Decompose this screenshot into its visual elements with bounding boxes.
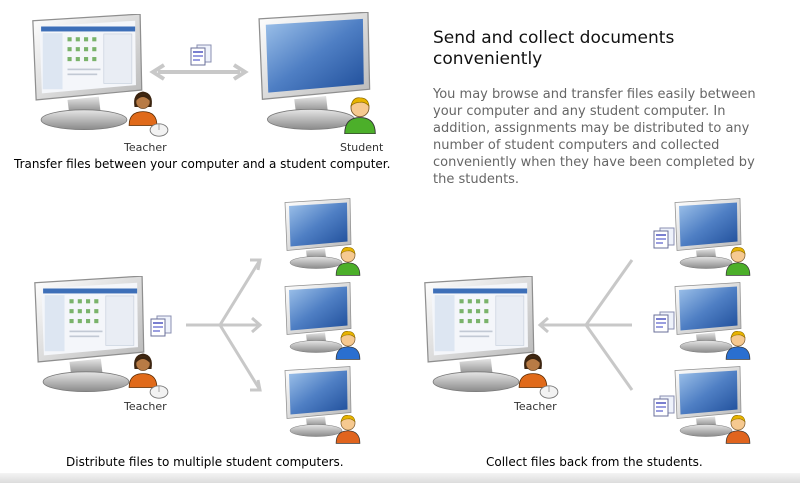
teacher-label: Teacher <box>124 400 167 413</box>
teacher-label: Teacher <box>514 400 557 413</box>
student-avatar-icon <box>725 414 751 444</box>
teacher-label: Teacher <box>124 141 167 154</box>
collect-caption: Collect files back from the students. <box>486 455 703 469</box>
teacher-avatar-icon <box>128 91 158 126</box>
teacher-avatar-icon <box>128 353 158 388</box>
student-avatar-icon <box>725 330 751 360</box>
distribute-arrows <box>186 258 263 392</box>
section-description: You may browse and transfer files easily… <box>433 87 756 187</box>
mouse-icon <box>149 385 169 399</box>
student-avatar-icon <box>335 414 361 444</box>
student-avatar-icon <box>344 97 376 134</box>
student-label: Student <box>340 141 384 154</box>
student-avatar-icon <box>335 246 361 276</box>
document-icon <box>150 315 172 337</box>
section-heading: Send and collect documents conveniently <box>433 28 675 69</box>
two-way-arrow <box>149 63 249 81</box>
collect-arrows <box>537 259 634 391</box>
transfer-caption: Transfer files between your computer and… <box>14 157 391 171</box>
student-avatar-icon <box>725 246 751 276</box>
mouse-icon <box>149 123 169 137</box>
distribute-caption: Distribute files to multiple student com… <box>66 455 344 469</box>
student-avatar-icon <box>335 330 361 360</box>
bottom-divider <box>0 473 800 483</box>
